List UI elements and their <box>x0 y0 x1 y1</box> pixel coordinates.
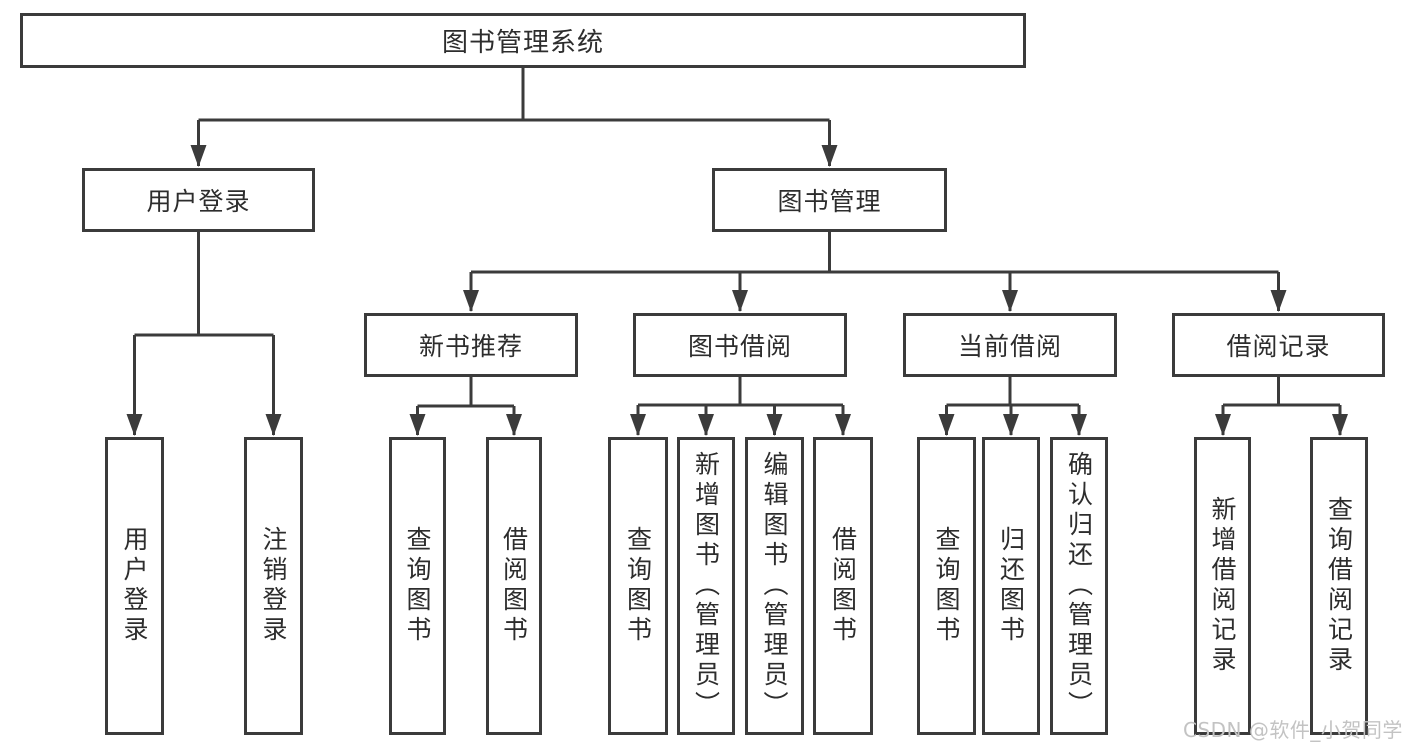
node-return-book: 归还图书 <box>982 437 1040 735</box>
node-user-login: 用户登录 <box>82 168 315 232</box>
node-add-borrow-record: 新增借阅记录 <box>1194 437 1251 735</box>
connector-borrow-records-to-leaves <box>1215 377 1348 436</box>
node-confirm-return-admin: 确认归还（管理员） <box>1050 437 1108 735</box>
node-logout-login: 注销登录 <box>244 437 303 735</box>
node-search-borrow-record: 查询借阅记录 <box>1310 437 1368 735</box>
connector-user-login-to-leaves <box>126 232 282 436</box>
node-search-book-current: 查询图书 <box>917 437 976 735</box>
node-book-management: 图书管理 <box>712 168 947 232</box>
node-library-management-system: 图书管理系统 <box>20 13 1026 68</box>
node-borrow-book-leaf: 借阅图书 <box>813 437 873 735</box>
node-add-book-admin: 新增图书（管理员） <box>677 437 735 735</box>
node-borrow-records: 借阅记录 <box>1172 313 1385 377</box>
csdn-watermark: CSDN @软件_小贺同学 <box>1183 718 1403 742</box>
node-search-book-recommend: 查询图书 <box>389 437 446 735</box>
connector-new-book-recommend-to-leaves <box>409 377 522 436</box>
node-current-borrow: 当前借阅 <box>903 313 1117 377</box>
node-user-login-leaf: 用户登录 <box>105 437 164 735</box>
node-book-borrow: 图书借阅 <box>633 313 847 377</box>
connector-book-borrow-to-leaves <box>630 377 851 436</box>
node-borrow-book-recommend: 借阅图书 <box>486 437 542 735</box>
node-edit-book-admin: 编辑图书（管理员） <box>745 437 804 735</box>
node-search-book-borrow: 查询图书 <box>608 437 668 735</box>
connector-book-management-to-level3 <box>463 232 1287 312</box>
connector-current-borrow-to-leaves <box>938 377 1087 436</box>
node-new-book-recommend: 新书推荐 <box>364 313 578 377</box>
connector-root-to-level2 <box>190 68 838 167</box>
